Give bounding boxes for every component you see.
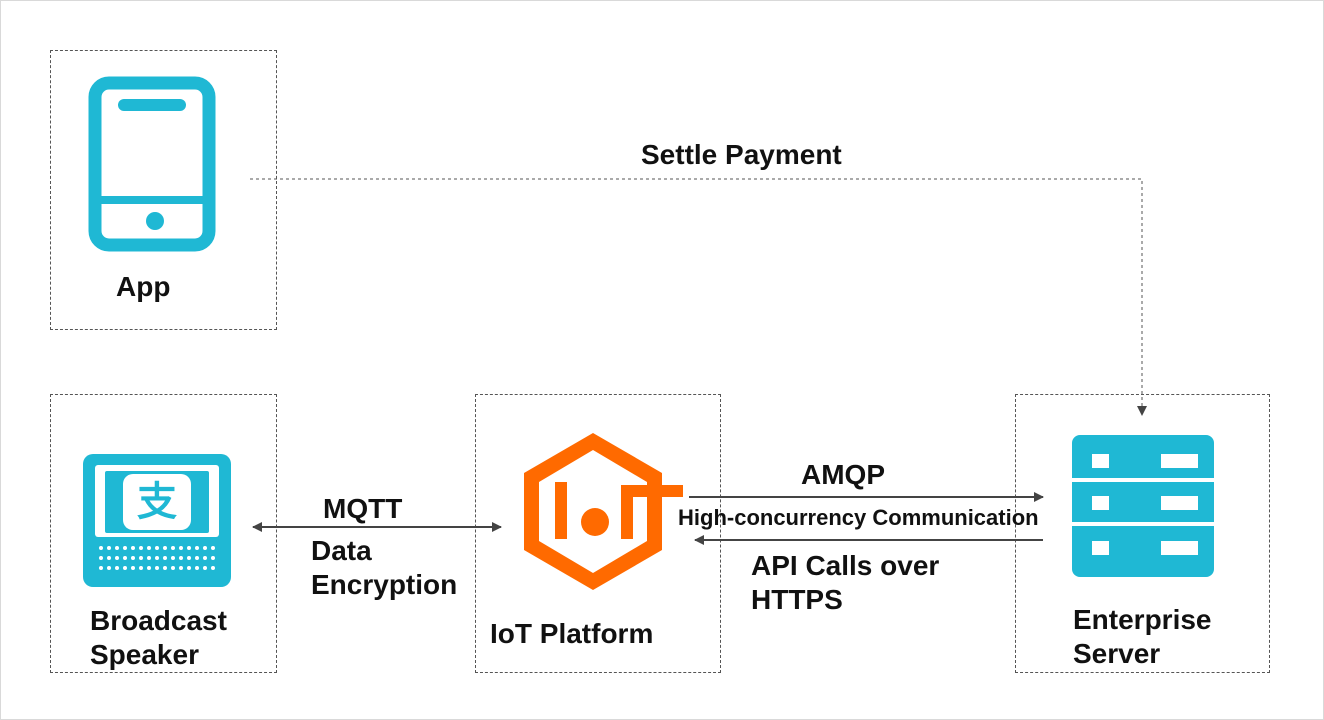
speaker-grille-dot [123,556,127,560]
speaker-grille-dot [139,546,143,550]
speaker-grille-dot [115,566,119,570]
speaker-grille-dot [163,546,167,550]
amqp-label: AMQP [801,459,885,490]
mqtt-label: MQTT [323,493,403,524]
speaker-grille-dot [155,556,159,560]
speaker-grille-dot [163,566,167,570]
speaker-grille-dot [147,566,151,570]
speaker-grille-dot [179,566,183,570]
api-calls-line1: API Calls over [751,550,940,581]
svg-text:支: 支 [137,479,177,525]
speaker-grille-dot [131,556,135,560]
server-label-line2: Server [1073,638,1161,669]
settle-payment-connector [250,178,1147,416]
speaker-grille-dot [99,556,103,560]
speaker-grille-dot [203,556,207,560]
speaker-grille-dot [107,546,111,550]
speaker-grille-dot [123,566,127,570]
speaker-grille-dot [211,546,215,550]
speaker-grille-dot [187,566,191,570]
speaker-label-line1: Broadcast [90,605,227,636]
iot-hexagon-icon [524,433,683,590]
app-label: App [116,271,171,302]
speaker-grille-dot [187,556,191,560]
speaker-node-box [50,394,277,673]
speaker-grille-dot [171,556,175,560]
speaker-grille-dot [211,566,215,570]
speaker-grille-dot [171,546,175,550]
speaker-grille-dot [139,566,143,570]
speaker-grille-dot [115,546,119,550]
iot-platform-label: IoT Platform [490,618,654,649]
speaker-grille-dot [123,546,127,550]
high-concurrency-label: High-concurrency Communication [678,505,1039,530]
settle-payment-label: Settle Payment [641,139,842,170]
speaker-grille-dot [155,546,159,550]
payment-speaker-icon: 支 [83,454,231,587]
app-node-box [50,50,277,330]
speaker-grille-dot [107,566,111,570]
speaker-grille-dot [203,566,207,570]
server-label-line1: Enterprise [1073,604,1212,635]
api-calls-line2: HTTPS [751,584,843,615]
speaker-grille-dot [107,556,111,560]
speaker-grille-dot [99,566,103,570]
speaker-grille-dot [195,556,199,560]
speaker-grille-dot [147,546,151,550]
speaker-grille-dot [155,566,159,570]
speaker-grille-dot [179,556,183,560]
iot-node-box [475,394,721,673]
speaker-grille-dot [203,546,207,550]
speaker-grille-dot [131,566,135,570]
speaker-grille-dot [163,556,167,560]
speaker-grille-dot [179,546,183,550]
speaker-grille-dot [147,556,151,560]
speaker-grille-dot [195,546,199,550]
speaker-grille-dot [195,566,199,570]
speaker-grille-dot [171,566,175,570]
speaker-grille-dot [187,546,191,550]
smartphone-icon [88,76,216,252]
speaker-label-line2: Speaker [90,639,199,670]
speaker-grille-dot [139,556,143,560]
speaker-grille-dot [115,556,119,560]
data-encryption-line1: Data [311,535,372,566]
server-node-box [1015,394,1270,673]
speaker-grille-dot [99,546,103,550]
server-rack-icon [1072,435,1214,577]
speaker-grille-dot [131,546,135,550]
data-encryption-line2: Encryption [311,569,458,600]
speaker-grille-dot [211,556,215,560]
